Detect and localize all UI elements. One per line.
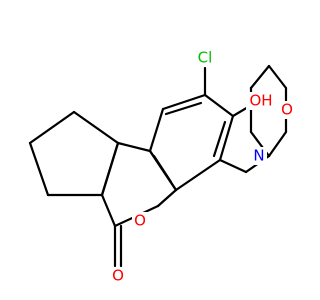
hydroxyl-label-group: OH — [246, 92, 276, 110]
benz-inner-1 — [164, 101, 203, 116]
hydroxyl-label-mask — [246, 92, 276, 110]
morph-bond-1 — [267, 130, 288, 158]
ring-oxygen-label-group: O — [132, 212, 148, 230]
lactone-bond-6 — [116, 141, 152, 153]
benz-bond-4 — [218, 114, 235, 162]
lactone-bond-1 — [100, 141, 120, 197]
benz-bond-1 — [148, 107, 165, 153]
amine-nitrogen-label-mask — [251, 147, 267, 165]
cp-bond-4 — [72, 110, 120, 145]
chlorine-label: Cl — [198, 49, 213, 67]
methylene-bond-1 — [218, 158, 248, 174]
cp-bond-5 — [28, 110, 76, 145]
benz-bond-2 — [161, 93, 207, 111]
morph-bond-4 — [249, 64, 271, 90]
ring-oxygen-label: O — [134, 212, 146, 230]
carbonyl-oxygen-label: O — [112, 267, 124, 285]
benz-bond-5 — [174, 158, 222, 192]
carbonyl-oxygen-label-mask — [110, 267, 126, 285]
morpholine-oxygen-label-group: O — [279, 101, 295, 119]
chlorine-label-mask — [192, 49, 218, 67]
benz-bond-3 — [203, 93, 235, 118]
amine-nitrogen-label: N — [253, 147, 264, 165]
benz-inner-2 — [212, 120, 227, 158]
amine-nitrogen-label-group: N — [251, 147, 267, 165]
morpholine-oxygen-label-mask — [279, 101, 295, 119]
carbonyl-oxygen-label-group: O — [110, 267, 126, 285]
chlorine-label-group: Cl — [192, 49, 218, 67]
morph-bond-3 — [267, 64, 288, 90]
morpholine-oxygen-label: O — [281, 101, 293, 119]
lactone-bond-2 — [100, 193, 117, 228]
ring-oxygen-label-mask — [132, 212, 148, 230]
cp-bond-1 — [28, 141, 50, 197]
lactone-bond-4 — [156, 188, 178, 208]
hydroxyl-label: OH — [249, 92, 272, 110]
benz-inner-3 — [152, 154, 173, 184]
